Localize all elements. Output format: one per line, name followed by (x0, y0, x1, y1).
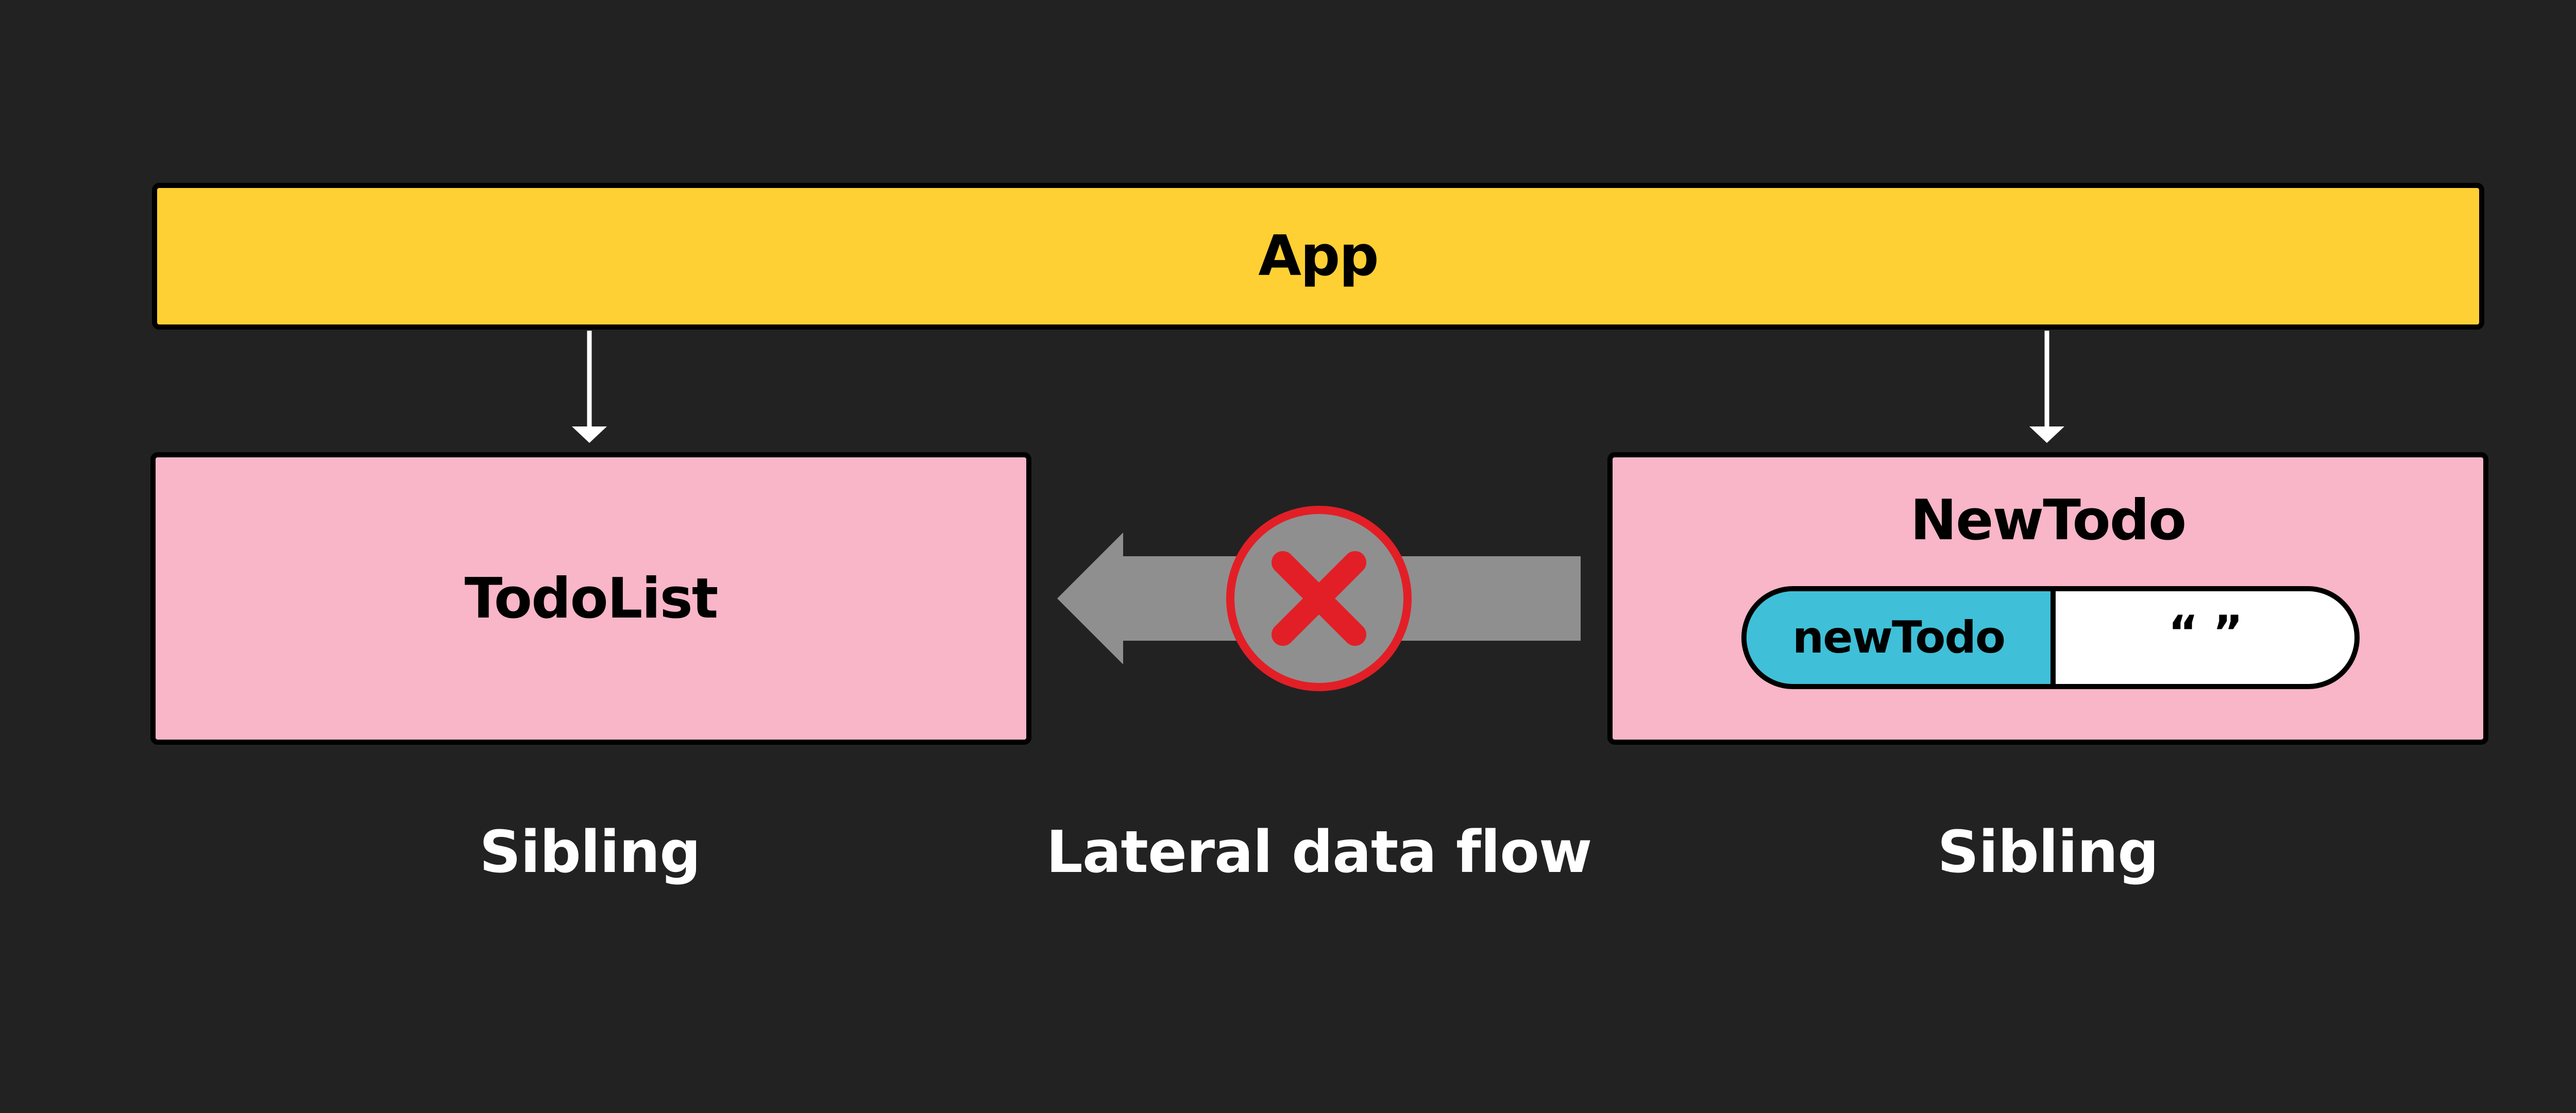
x-circle-icon (1226, 506, 1412, 691)
caption-sibling-right: Sibling (1937, 819, 2159, 886)
todolist-label: TodoList (464, 566, 719, 631)
arrow-app-to-todolist (572, 331, 607, 443)
lateral-flow-arrow (1057, 533, 1581, 664)
app-component: App (152, 183, 2484, 330)
app-label: App (1258, 224, 1379, 288)
caption-lateral-data-flow: Lateral data flow (1046, 819, 1592, 886)
caption-sibling-left: Sibling (479, 819, 701, 886)
newtodo-component: NewTodo newTodo “ ” (1607, 452, 2488, 745)
state-pill: newTodo “ ” (1741, 586, 2360, 689)
newtodo-label: NewTodo (1910, 488, 2187, 553)
todolist-component: TodoList (150, 452, 1031, 745)
arrow-app-to-newtodo (2029, 331, 2064, 443)
state-key: newTodo (1747, 591, 2056, 684)
state-value: “ ” (2056, 591, 2354, 684)
